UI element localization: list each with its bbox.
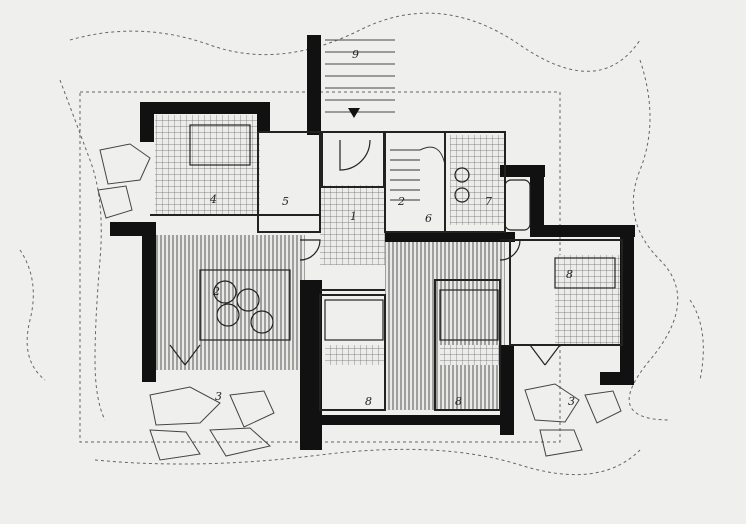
room-number-terrace-east: 3 (568, 395, 575, 408)
stair (390, 146, 446, 201)
room-number-wc: 5 (282, 195, 289, 208)
entrance-arrow-icon (348, 108, 360, 118)
bedroom-mid-left-floor (325, 345, 385, 365)
room-number-bedroom-mid-left: 8 (365, 395, 372, 408)
room-number-hall: 1 (350, 210, 357, 223)
room-number-kitchen: 4 (209, 193, 217, 206)
bedroom-east-floor (555, 255, 620, 345)
bath-floor (450, 135, 505, 225)
furniture (189, 124, 616, 341)
living-room-floor (155, 235, 305, 370)
door-swings (169, 139, 561, 366)
room-number-bath-small: 6 (425, 212, 432, 225)
room-number-bedroom-east: 8 (566, 268, 573, 281)
hall-floor (320, 185, 385, 265)
room-number-bath: 7 (485, 195, 492, 208)
walls (110, 35, 635, 450)
room-number-bedroom-mid-right: 8 (455, 395, 462, 408)
room-number-living: 2 (212, 285, 220, 298)
room-number-terrace-west: 3 (215, 390, 222, 403)
room-number-terrace-north: 9 (352, 48, 359, 61)
corridor-floor (385, 240, 505, 410)
paving-stones (97, 143, 622, 461)
partitions (150, 131, 623, 411)
bedroom-mid-right-floor (440, 345, 500, 365)
room-number-stair: 2 (397, 195, 405, 208)
north-terrace-steps (325, 39, 395, 113)
